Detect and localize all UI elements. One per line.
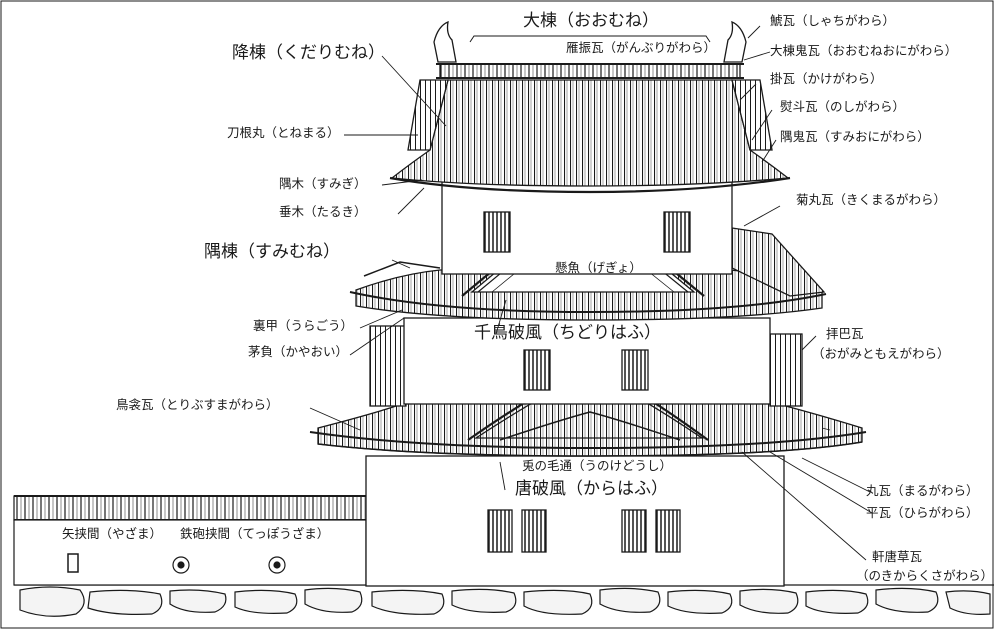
label-nokikarakusa-2: （のきからくさがわら） bbox=[856, 568, 994, 583]
label-karahafu: 唐破風（からはふ） bbox=[515, 479, 668, 499]
label-omune: 大棟（おおむね） bbox=[523, 11, 659, 31]
label-taruki: 垂木（たるき） bbox=[279, 204, 367, 219]
label-shachi: 鯱瓦（しゃちがわら） bbox=[770, 13, 896, 28]
label-kayaoi: 茅負（かやおい） bbox=[248, 344, 349, 359]
label-omuneonigawara: 大棟鬼瓦（おおむねおにがわら） bbox=[770, 43, 958, 58]
label-kakegawara: 掛瓦（かけがわら） bbox=[770, 71, 883, 86]
label-hiragawara: 平瓦（ひらがわら） bbox=[866, 505, 979, 520]
leader-lines bbox=[309, 25, 873, 561]
label-nokikarakusa-1: 軒唐草瓦 bbox=[872, 549, 923, 564]
label-ogami-2: （おがみともえがわら） bbox=[812, 346, 950, 361]
label-unokedoshi: 兎の毛通（うのけどうし） bbox=[522, 458, 673, 473]
top-roof bbox=[389, 20, 791, 194]
outer-wall bbox=[13, 495, 367, 586]
label-sumionigawara: 隅鬼瓦（すみおにがわら） bbox=[780, 129, 930, 144]
label-noshigawara: 熨斗瓦（のしがわら） bbox=[780, 99, 906, 114]
label-chidori: 千鳥破風（ちどりはふ） bbox=[474, 323, 661, 343]
label-marugawara: 丸瓦（まるがわら） bbox=[866, 483, 979, 498]
label-tonemaru: 刀根丸（とねまる） bbox=[227, 125, 340, 140]
label-teppozama: 鉄砲挟間（てっぽうざま） bbox=[180, 526, 330, 541]
label-sumimune: 隅棟（すみむね） bbox=[204, 242, 340, 262]
label-ganburi: 雁振瓦（がんぶりがわら） bbox=[566, 40, 717, 55]
label-kikumaru: 菊丸瓦（きくまるがわら） bbox=[796, 192, 947, 207]
label-yazama: 矢挟間（やざま） bbox=[62, 526, 163, 541]
label-ogami-1: 拝巴瓦 bbox=[826, 326, 864, 341]
stone-base bbox=[14, 584, 994, 617]
label-uragou: 裏甲（うらごう） bbox=[253, 318, 354, 333]
label-kudarimune: 降棟（くだりむね） bbox=[232, 43, 385, 63]
label-sumigi: 隅木（すみぎ） bbox=[279, 176, 367, 191]
shachi-left bbox=[433, 20, 457, 63]
label-toribusuma: 鳥衾瓦（とりぶすまがわら） bbox=[116, 397, 279, 412]
third-floor bbox=[441, 181, 733, 275]
shachi-right bbox=[723, 20, 747, 63]
label-gegyo: 懸魚（げぎょ） bbox=[555, 260, 642, 275]
first-floor bbox=[365, 455, 785, 587]
